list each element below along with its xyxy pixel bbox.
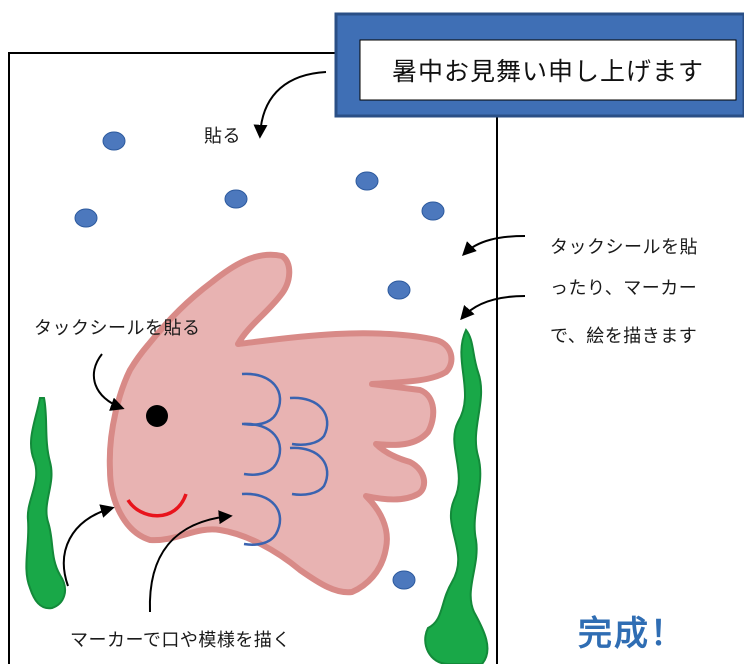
arrow-right-1 bbox=[462, 235, 526, 256]
fish-mouth bbox=[126, 493, 188, 518]
banner-inner-box bbox=[359, 39, 737, 101]
arrow-mouth bbox=[63, 504, 115, 587]
arrow-right-2 bbox=[460, 295, 526, 321]
banner-title: 暑中お見舞い申し上げます bbox=[391, 57, 704, 86]
sticker-dot bbox=[74, 208, 98, 228]
right-note-line-3: で、絵を描きます bbox=[550, 326, 698, 347]
fish-scales bbox=[241, 372, 329, 546]
scale-arc bbox=[289, 396, 329, 446]
seaweed-right bbox=[424, 328, 489, 664]
sticker-dot bbox=[387, 280, 411, 300]
bottom-note: マーカーで口や模様を描く bbox=[70, 630, 291, 651]
sticker-dot bbox=[355, 171, 379, 191]
eye-note: タックシールを貼る bbox=[34, 318, 201, 339]
sticker-dot bbox=[421, 201, 445, 221]
annotation-arrows bbox=[63, 71, 526, 613]
arrow-top bbox=[253, 71, 327, 139]
sticker-dot bbox=[102, 131, 126, 151]
fish-body bbox=[106, 251, 455, 596]
right-note-line-2: ったり、マーカー bbox=[550, 278, 698, 299]
postcard-frame bbox=[8, 52, 498, 664]
sticker-dots bbox=[74, 131, 445, 590]
arrow-eye bbox=[92, 353, 125, 411]
scale-arc bbox=[241, 422, 282, 476]
sticker-dot bbox=[224, 189, 248, 209]
label-paste: 貼る bbox=[204, 126, 241, 147]
finished-label: 完成！ bbox=[578, 614, 686, 654]
scale-arc bbox=[289, 446, 329, 496]
arrow-scales bbox=[148, 510, 233, 613]
right-note-line-1: タックシールを貼 bbox=[550, 237, 698, 258]
sticker-dot bbox=[392, 570, 416, 590]
scale-arc bbox=[241, 492, 282, 546]
fish-eye bbox=[146, 405, 168, 427]
seaweed-left bbox=[25, 397, 67, 610]
